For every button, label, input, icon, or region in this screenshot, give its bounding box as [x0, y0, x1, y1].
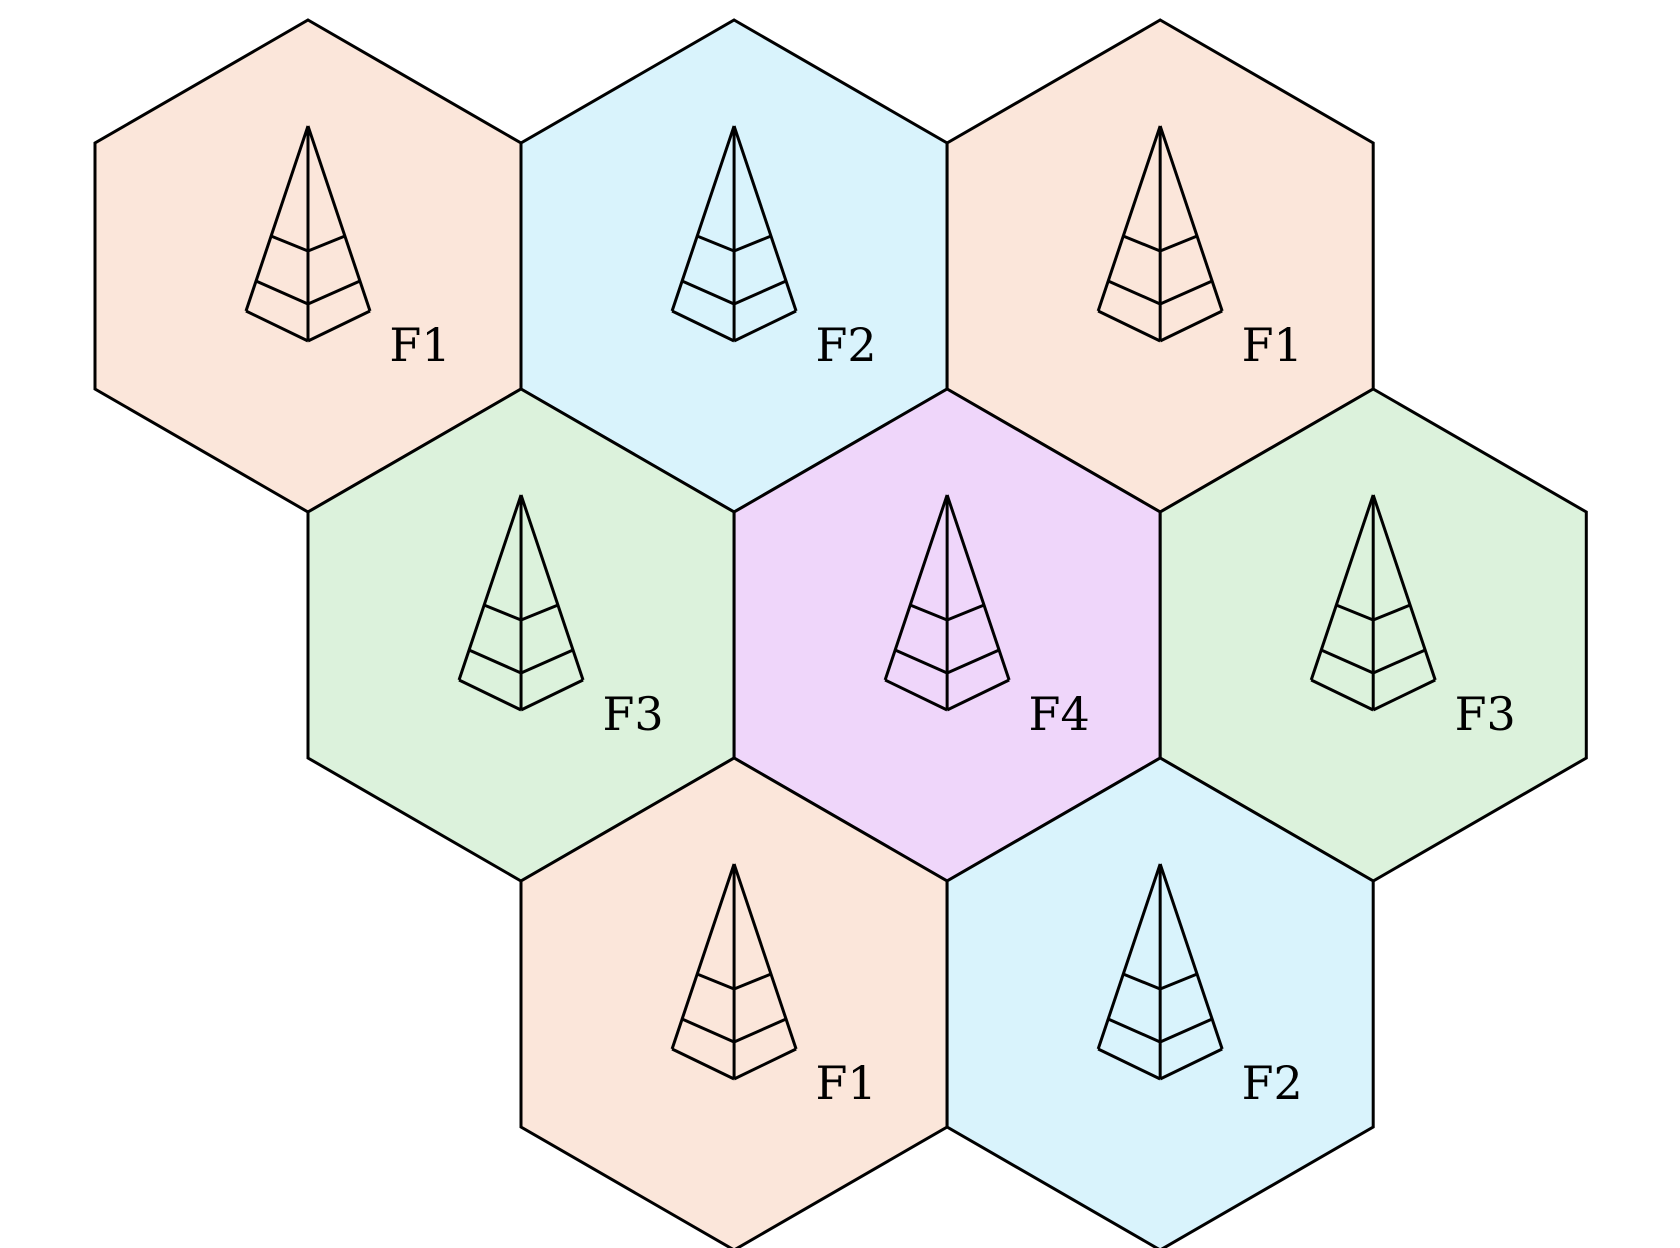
tower-stroke — [733, 309, 797, 343]
tower-stroke — [457, 494, 523, 681]
tower-stroke — [1159, 1017, 1213, 1044]
tower-stroke — [681, 279, 735, 306]
tower-stroke — [1159, 234, 1198, 253]
tower-stroke — [946, 648, 1000, 675]
cell-tower-icon — [1309, 494, 1437, 712]
tower-stroke — [520, 603, 559, 622]
tower-stroke — [1158, 125, 1224, 312]
hex-cell-f3: F3 — [1158, 387, 1588, 883]
tower-stroke — [883, 494, 949, 681]
tower-stroke — [1096, 125, 1162, 312]
tower-stroke — [1309, 494, 1375, 681]
cell-tower-icon — [244, 125, 372, 343]
tower-stroke — [733, 1047, 797, 1081]
tower-stroke — [307, 309, 371, 343]
tower-stroke — [1372, 603, 1411, 622]
frequency-label: F1 — [389, 318, 450, 372]
hex-cell-f2: F2 — [945, 756, 1375, 1248]
tower-stroke — [520, 678, 584, 712]
tower-stroke — [1159, 279, 1213, 306]
tower-stroke — [733, 972, 772, 991]
frequency-label: F3 — [1455, 687, 1516, 741]
tower-stroke — [468, 648, 522, 675]
tower-stroke — [909, 603, 948, 622]
tower-stroke — [670, 125, 736, 312]
cell-tower-icon — [670, 125, 798, 343]
tower-stroke — [670, 863, 736, 1050]
tower-stroke — [1107, 1017, 1161, 1044]
tower-stroke — [696, 234, 735, 253]
tower-stroke — [884, 678, 948, 712]
tower-stroke — [671, 309, 735, 343]
tower-stroke — [733, 279, 787, 306]
hex-cell-f1: F1 — [945, 18, 1375, 514]
frequency-label: F2 — [1242, 1056, 1303, 1110]
tower-stroke — [483, 603, 522, 622]
tower-stroke — [732, 125, 798, 312]
frequency-label: F4 — [1029, 687, 1090, 741]
tower-stroke — [1159, 1047, 1223, 1081]
cell-tower-icon — [1096, 125, 1224, 343]
tower-stroke — [244, 125, 310, 312]
tower-stroke — [1371, 494, 1437, 681]
tower-stroke — [696, 972, 735, 991]
tower-stroke — [894, 648, 948, 675]
cell-tower-icon — [883, 494, 1011, 712]
tower-stroke — [270, 234, 309, 253]
tower-stroke — [732, 863, 798, 1050]
tower-stroke — [733, 1017, 787, 1044]
cell-tower-icon — [670, 863, 798, 1081]
tower-stroke — [671, 1047, 735, 1081]
frequency-label: F2 — [815, 318, 876, 372]
tower-stroke — [458, 678, 522, 712]
tower-stroke — [1159, 309, 1223, 343]
tower-stroke — [733, 234, 772, 253]
tower-stroke — [1310, 678, 1374, 712]
tower-stroke — [946, 678, 1010, 712]
tower-stroke — [1122, 972, 1161, 991]
tower-stroke — [1097, 309, 1161, 343]
tower-stroke — [1372, 678, 1436, 712]
tower-stroke — [1159, 972, 1198, 991]
tower-stroke — [946, 603, 985, 622]
tower-stroke — [307, 279, 361, 306]
hex-cell-f1: F1 — [93, 18, 523, 514]
tower-stroke — [1122, 234, 1161, 253]
tower-stroke — [255, 279, 309, 306]
tower-stroke — [1158, 863, 1224, 1050]
tower-stroke — [1335, 603, 1374, 622]
tower-stroke — [1097, 1047, 1161, 1081]
tower-stroke — [519, 494, 585, 681]
tower-stroke — [245, 309, 309, 343]
cell-tower-icon — [1096, 863, 1224, 1081]
frequency-label: F1 — [815, 1056, 876, 1110]
frequency-label: F3 — [602, 687, 663, 741]
tower-stroke — [1320, 648, 1374, 675]
tower-stroke — [945, 494, 1011, 681]
tower-stroke — [307, 234, 346, 253]
tower-stroke — [520, 648, 574, 675]
tower-stroke — [681, 1017, 735, 1044]
tower-stroke — [1096, 863, 1162, 1050]
cell-tower-icon — [457, 494, 585, 712]
frequency-label: F1 — [1242, 318, 1303, 372]
tower-stroke — [1107, 279, 1161, 306]
tower-stroke — [1372, 648, 1426, 675]
tower-stroke — [306, 125, 372, 312]
